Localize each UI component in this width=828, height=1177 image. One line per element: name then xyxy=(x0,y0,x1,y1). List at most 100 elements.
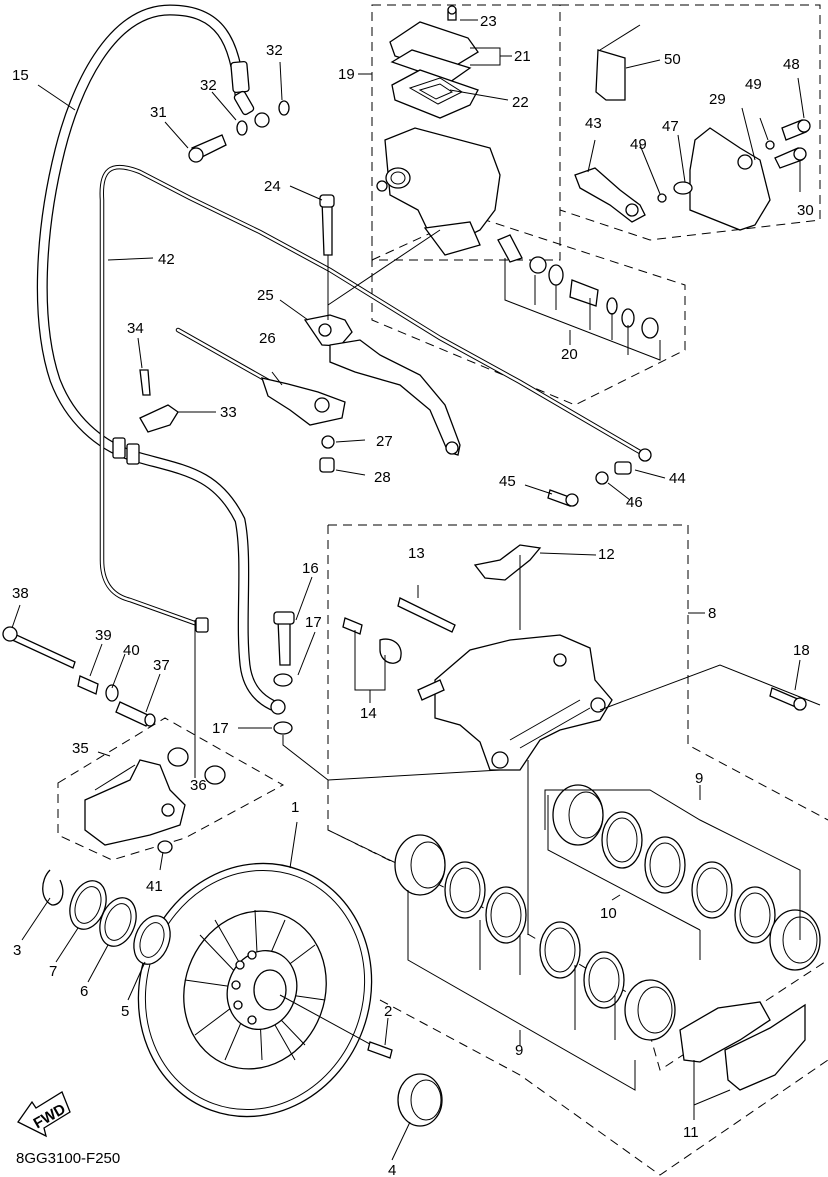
parking-bolt-38-set xyxy=(2,626,156,727)
caliper-lower-box xyxy=(379,999,828,1176)
collar-37 xyxy=(115,701,151,727)
callout-31: 31 xyxy=(150,104,167,121)
callout-39: 39 xyxy=(95,627,112,644)
callout-14: 14 xyxy=(360,705,377,722)
callout-21: 21 xyxy=(514,48,531,65)
callout-27: 27 xyxy=(376,433,393,450)
callout-34: 34 xyxy=(127,320,144,337)
piston-leaders xyxy=(407,760,801,1091)
callout-28: 28 xyxy=(374,469,391,486)
callout-46: 46 xyxy=(626,494,643,511)
caliper-leaders xyxy=(282,555,821,781)
washer-49a xyxy=(657,193,667,203)
brake-lever xyxy=(329,339,461,456)
callout-22: 22 xyxy=(512,94,529,111)
banjo-bolt-and-washers xyxy=(188,100,290,163)
callout-33: 33 xyxy=(220,404,237,421)
nut-28 xyxy=(319,457,335,473)
parking-caliper-group-box xyxy=(57,717,285,861)
master-cylinder-body xyxy=(376,127,501,256)
callout-44: 44 xyxy=(669,470,686,487)
collar-44 xyxy=(614,461,632,475)
brake-rod-26 xyxy=(175,327,346,426)
callout-1: 1 xyxy=(291,799,299,816)
bracket-group-box xyxy=(559,4,821,241)
bolt-16 xyxy=(277,619,291,666)
brake-hose-15 xyxy=(36,4,286,715)
callout-10: 10 xyxy=(600,905,617,922)
callout-29: 29 xyxy=(709,91,726,108)
callout-18: 18 xyxy=(793,642,810,659)
pin-13 xyxy=(397,597,456,633)
callout-leaders xyxy=(11,19,805,1161)
callout-24: 24 xyxy=(264,178,281,195)
collar-4 xyxy=(397,1073,443,1127)
callout-7: 7 xyxy=(49,963,57,980)
callout-43: 43 xyxy=(585,115,602,132)
washer-32b xyxy=(278,100,290,116)
brake-disc-1 xyxy=(137,862,391,1118)
callout-13: 13 xyxy=(408,545,425,562)
diaphragm xyxy=(391,69,479,119)
collar-41 xyxy=(157,840,173,854)
caliper-pistons-lower xyxy=(394,834,676,1041)
pad-spring-12 xyxy=(473,544,542,581)
bolt-24 xyxy=(321,199,333,256)
collar-47 xyxy=(673,181,693,195)
washer-46 xyxy=(595,471,609,485)
figure-code: 8GG3100-F250 xyxy=(16,1150,120,1167)
callout-36: 36 xyxy=(190,777,207,794)
callout-17b: 17 xyxy=(212,720,229,737)
callout-32b: 32 xyxy=(266,42,283,59)
bleed-screw xyxy=(417,679,445,701)
nut-27 xyxy=(321,435,335,449)
bleed-cap-14b xyxy=(379,638,402,664)
callout-12: 12 xyxy=(598,546,615,563)
washer-40 xyxy=(105,684,119,702)
callout-26: 26 xyxy=(259,330,276,347)
lever-assembly xyxy=(303,194,461,456)
brake-caliper-body xyxy=(417,634,613,771)
callout-8: 8 xyxy=(708,605,716,622)
washer-49b xyxy=(765,140,775,150)
reservoir-cap-parts xyxy=(389,5,479,119)
callout-47: 47 xyxy=(662,118,679,135)
master-cylinder-group-box xyxy=(371,4,561,261)
callout-9a: 9 xyxy=(695,770,703,787)
callout-11: 11 xyxy=(683,1124,699,1141)
callout-20: 20 xyxy=(561,346,578,363)
washer-17a xyxy=(273,673,293,687)
callout-labels: 1 2 3 4 5 6 7 8 9 9 10 11 12 13 14 15 16… xyxy=(12,13,814,1177)
master-cylinder-piston-kit xyxy=(497,234,661,361)
key-2 xyxy=(367,1041,393,1059)
callout-15: 15 xyxy=(12,67,29,84)
callout-41: 41 xyxy=(146,878,163,895)
callout-35: 35 xyxy=(72,740,89,757)
piston-36b xyxy=(204,765,226,785)
callout-30: 30 xyxy=(797,202,814,219)
callout-16: 16 xyxy=(302,560,319,577)
callout-23: 23 xyxy=(480,13,497,30)
washer-17b xyxy=(273,721,293,735)
clamp-33 xyxy=(139,369,179,433)
callout-3: 3 xyxy=(13,942,21,959)
callout-40: 40 xyxy=(123,642,140,659)
piston-36a xyxy=(167,747,189,767)
callout-25: 25 xyxy=(257,287,274,304)
bracket-assembly xyxy=(574,24,811,231)
fwd-arrow-icon xyxy=(17,1091,71,1138)
washer-6 xyxy=(99,897,137,947)
callout-49a: 49 xyxy=(630,136,647,153)
callout-6: 6 xyxy=(80,983,88,1000)
bracket-29 xyxy=(689,127,771,231)
callout-19: 19 xyxy=(338,66,355,83)
callout-9b: 9 xyxy=(515,1042,523,1059)
callout-49b: 49 xyxy=(745,76,762,93)
bolt-38 xyxy=(7,631,76,669)
washer-5 xyxy=(133,915,171,965)
callout-17a: 17 xyxy=(305,614,322,631)
callout-5: 5 xyxy=(121,1003,129,1020)
callout-42: 42 xyxy=(158,251,175,268)
